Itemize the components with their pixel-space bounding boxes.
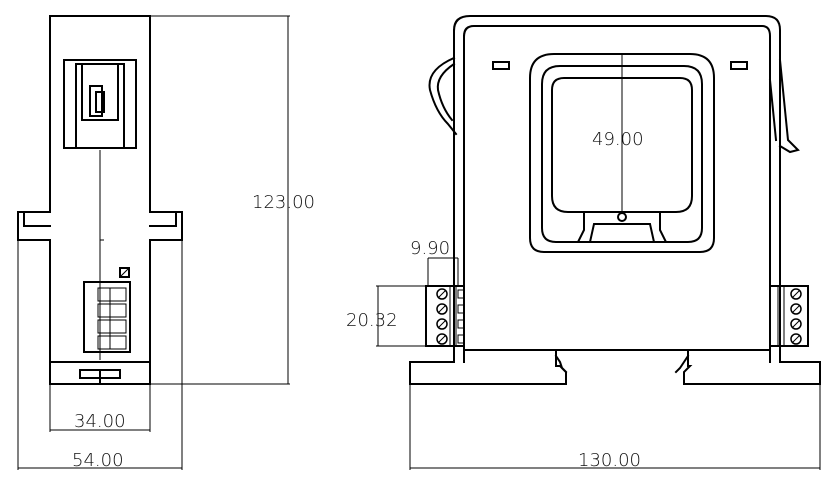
terminal-height-dimension: 20.32 xyxy=(346,310,398,331)
front-right-terminal-block xyxy=(769,285,809,347)
height-dimension: 123.00 xyxy=(252,192,315,213)
terminal-depth-dimension: 9.90 xyxy=(410,238,450,259)
front-view-dimension-lines xyxy=(376,257,821,470)
inner-width-dimension: 34.00 xyxy=(74,411,126,432)
side-total-width-dimension: 54.00 xyxy=(72,450,124,471)
side-terminal-block xyxy=(83,281,131,353)
latch-clip xyxy=(63,59,137,149)
front-total-width-dimension: 130.00 xyxy=(578,450,641,471)
window-aperture xyxy=(529,53,715,253)
front-left-terminal-block xyxy=(425,285,465,347)
window-width-dimension: 49.00 xyxy=(592,129,644,150)
side-view-dimension-lines xyxy=(17,15,290,470)
side-view xyxy=(17,15,183,385)
front-view xyxy=(409,15,821,385)
